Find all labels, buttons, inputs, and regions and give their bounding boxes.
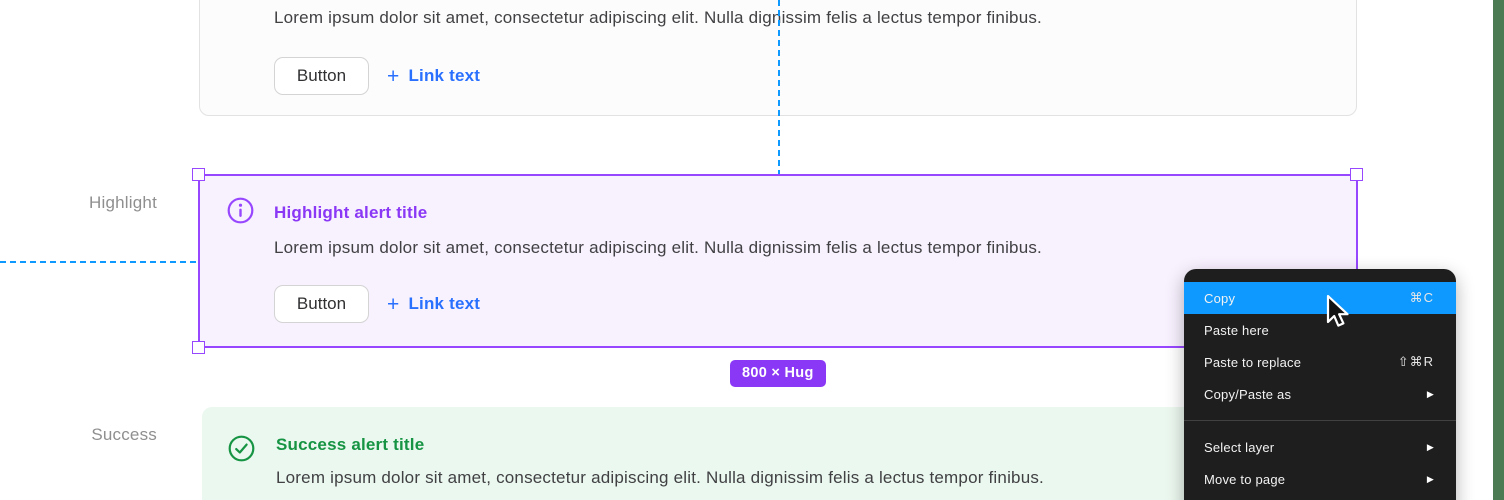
alert-body-text: Lorem ipsum dolor sit amet, consectetur … — [274, 238, 1042, 257]
alignment-guide-vertical — [778, 0, 780, 174]
menu-item-paste-here[interactable]: Paste here — [1184, 314, 1456, 346]
menu-item-select-layer[interactable]: Select layer ▶ — [1184, 431, 1456, 463]
selection-handle-bottom-left[interactable] — [192, 341, 205, 354]
menu-item-label: Copy/Paste as — [1204, 386, 1292, 402]
menu-item-copy-paste-as[interactable]: Copy/Paste as ▶ — [1184, 378, 1456, 410]
row-label-highlight[interactable]: Highlight — [89, 193, 157, 212]
menu-item-label: Copy — [1204, 290, 1236, 306]
submenu-arrow-icon: ▶ — [1426, 441, 1434, 452]
menu-item-shortcut: ⌘C — [1409, 290, 1434, 305]
alignment-guide-horizontal — [0, 261, 198, 263]
submenu-arrow-icon: ▶ — [1426, 388, 1434, 399]
alert-title: Success alert title — [276, 435, 425, 454]
menu-divider — [1184, 420, 1456, 421]
check-circle-icon — [228, 435, 255, 467]
side-panel-strip — [1493, 0, 1504, 500]
alert-button[interactable]: Button — [274, 57, 369, 95]
selection-handle-top-left[interactable] — [192, 168, 205, 181]
row-label-success[interactable]: Success — [91, 425, 157, 444]
menu-item-paste-to-replace[interactable]: Paste to replace ⇧⌘R — [1184, 346, 1456, 378]
alert-link[interactable]: + Link text — [387, 66, 480, 87]
menu-item-label: Select layer — [1204, 439, 1275, 455]
submenu-arrow-icon: ▶ — [1426, 473, 1434, 484]
alert-card-highlight[interactable]: Highlight alert title Lorem ipsum dolor … — [198, 174, 1358, 348]
alert-title: Highlight alert title — [274, 203, 428, 222]
plus-icon: + — [387, 64, 400, 88]
selection-handle-top-right[interactable] — [1350, 168, 1363, 181]
alert-link-label: Link text — [408, 66, 481, 85]
alert-body-text: Lorem ipsum dolor sit amet, consectetur … — [276, 468, 1044, 487]
alert-card-success[interactable]: Success alert title Lorem ipsum dolor si… — [202, 407, 1357, 500]
menu-item-move-to-page[interactable]: Move to page ▶ — [1184, 463, 1456, 495]
menu-item-label: Paste here — [1204, 322, 1269, 338]
selection-size-badge: 800 × Hug — [730, 360, 826, 387]
alert-link[interactable]: + Link text — [387, 294, 480, 315]
mouse-cursor-icon — [1322, 293, 1350, 336]
alert-body-text: Lorem ipsum dolor sit amet, consectetur … — [274, 8, 1042, 27]
info-icon — [227, 197, 254, 229]
plus-icon: + — [387, 292, 400, 316]
alert-link-label: Link text — [408, 294, 481, 313]
alert-button[interactable]: Button — [274, 285, 369, 323]
menu-item-shortcut: ⇧⌘R — [1397, 354, 1434, 369]
menu-item-label: Move to page — [1204, 471, 1286, 487]
menu-item-copy[interactable]: Copy ⌘C — [1184, 282, 1456, 314]
context-menu: Copy ⌘C Paste here Paste to replace ⇧⌘R … — [1184, 269, 1456, 500]
menu-item-label: Paste to replace — [1204, 354, 1302, 370]
